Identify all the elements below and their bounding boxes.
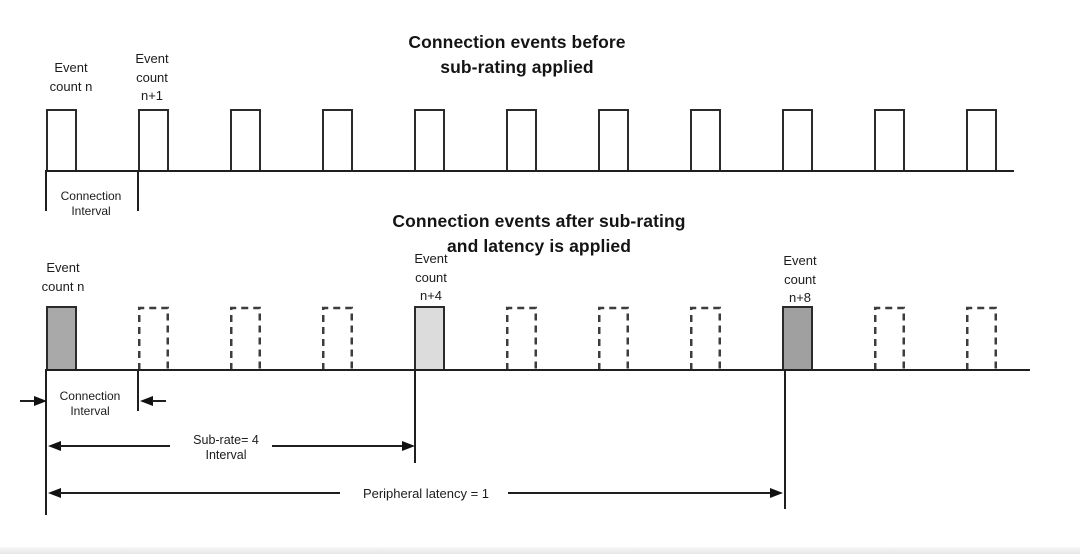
label-line: Interval	[71, 203, 111, 218]
label-line: Connection	[60, 189, 122, 203]
latency-arrowhead-right-icon	[770, 487, 783, 498]
label-line: Event	[414, 251, 448, 266]
top-event-count-n1-label: Event count n+1	[112, 50, 192, 106]
connection-event-pulse	[598, 109, 629, 171]
connection-event-pulse	[414, 109, 445, 171]
subrate-arrowhead-right-icon	[402, 440, 415, 451]
connection-interval-arrow-left-line	[20, 400, 35, 402]
label-line: count n	[49, 78, 93, 94]
label-line: Connection	[59, 389, 121, 403]
skipped-event-pulse-dashed	[506, 306, 537, 370]
top-section-title: Connection events before sub-rating appl…	[330, 30, 704, 80]
connection-event-pulse	[506, 109, 537, 171]
connection-event-pulse	[138, 109, 169, 171]
latency-arrow-right-line	[508, 492, 771, 494]
latency-arrow-left-line	[59, 492, 340, 494]
connection-event-pulse	[322, 109, 353, 171]
bottom-event-count-n8-label: Event count n+8	[760, 252, 840, 308]
bottom-section-title: Connection events after sub-rating and l…	[352, 209, 726, 259]
anchor-event-pulse-n4	[414, 306, 445, 370]
label-line: n+8	[788, 290, 812, 305]
bottom-timeline-baseline	[45, 369, 1030, 371]
skipped-event-pulse-dashed	[874, 306, 905, 370]
bottom-connection-interval-label: Connection Interval	[40, 389, 140, 418]
label-line: Event	[46, 260, 80, 275]
anchor-event-pulse-n	[46, 306, 77, 370]
subrate-arrow-left-line	[59, 445, 170, 447]
subrate-interval-label: Sub-rate= 4 Interval	[166, 433, 286, 463]
label-line: n+1	[140, 88, 164, 103]
connection-interval-arrow-right-line	[152, 400, 166, 402]
subrate-arrow-right-line	[272, 445, 403, 447]
latency-arrowhead-left-icon	[48, 487, 61, 498]
title-line: Connection events before	[408, 32, 626, 52]
ref-line-event-n	[45, 370, 47, 515]
connection-event-pulse	[46, 109, 77, 171]
timeline-before-subrating	[46, 109, 1046, 171]
ref-line-event-n4	[414, 370, 416, 463]
bottom-event-count-n-label: Event count n	[23, 259, 103, 296]
bottom-event-count-n4-label: Event count n+4	[391, 250, 471, 306]
title-line: Connection events after sub-rating	[392, 211, 686, 231]
top-event-count-n-label: Event count n	[31, 59, 111, 96]
image-bottom-edge-shade	[0, 547, 1080, 554]
connection-event-pulse	[966, 109, 997, 171]
ref-line-connection-interval	[137, 370, 139, 411]
skipped-event-pulse-dashed	[690, 306, 721, 370]
skipped-event-pulse-dashed	[138, 306, 169, 370]
label-line: Event	[783, 253, 817, 268]
subrate-arrowhead-left-icon	[48, 440, 61, 451]
ref-line-event-n8	[784, 370, 786, 509]
connection-event-pulse	[782, 109, 813, 171]
connection-event-pulse	[874, 109, 905, 171]
top-connection-interval-label: Connection Interval	[41, 189, 141, 218]
label-line: n+4	[419, 288, 443, 303]
label-line: Interval	[205, 448, 247, 462]
connection-interval-arrowhead-right-icon	[34, 395, 47, 406]
label-line: count	[136, 69, 168, 85]
label-line: Event	[54, 60, 88, 75]
label-line: Interval	[70, 403, 110, 418]
connection-event-pulse	[230, 109, 261, 171]
label-line: count	[415, 269, 447, 285]
label-line: Sub-rate= 4	[193, 433, 259, 447]
anchor-event-pulse-n8	[782, 306, 813, 370]
top-interval-tick-left	[45, 171, 47, 211]
title-line: sub-rating applied	[440, 57, 594, 77]
connection-event-pulse	[690, 109, 721, 171]
top-interval-tick-right	[137, 171, 139, 211]
skipped-event-pulse-dashed	[230, 306, 261, 370]
label-line: count	[784, 271, 816, 287]
top-timeline-baseline	[45, 170, 1014, 172]
title-line: and latency is applied	[446, 236, 632, 256]
skipped-event-pulse-dashed	[598, 306, 629, 370]
skipped-event-pulse-dashed	[322, 306, 353, 370]
timeline-after-subrating	[46, 306, 1046, 370]
connection-interval-arrowhead-left-icon	[140, 395, 153, 406]
peripheral-latency-label: Peripheral latency = 1	[362, 486, 490, 501]
label-line: count n	[41, 278, 85, 294]
label-line: Event	[135, 51, 169, 66]
skipped-event-pulse-dashed	[966, 306, 997, 370]
